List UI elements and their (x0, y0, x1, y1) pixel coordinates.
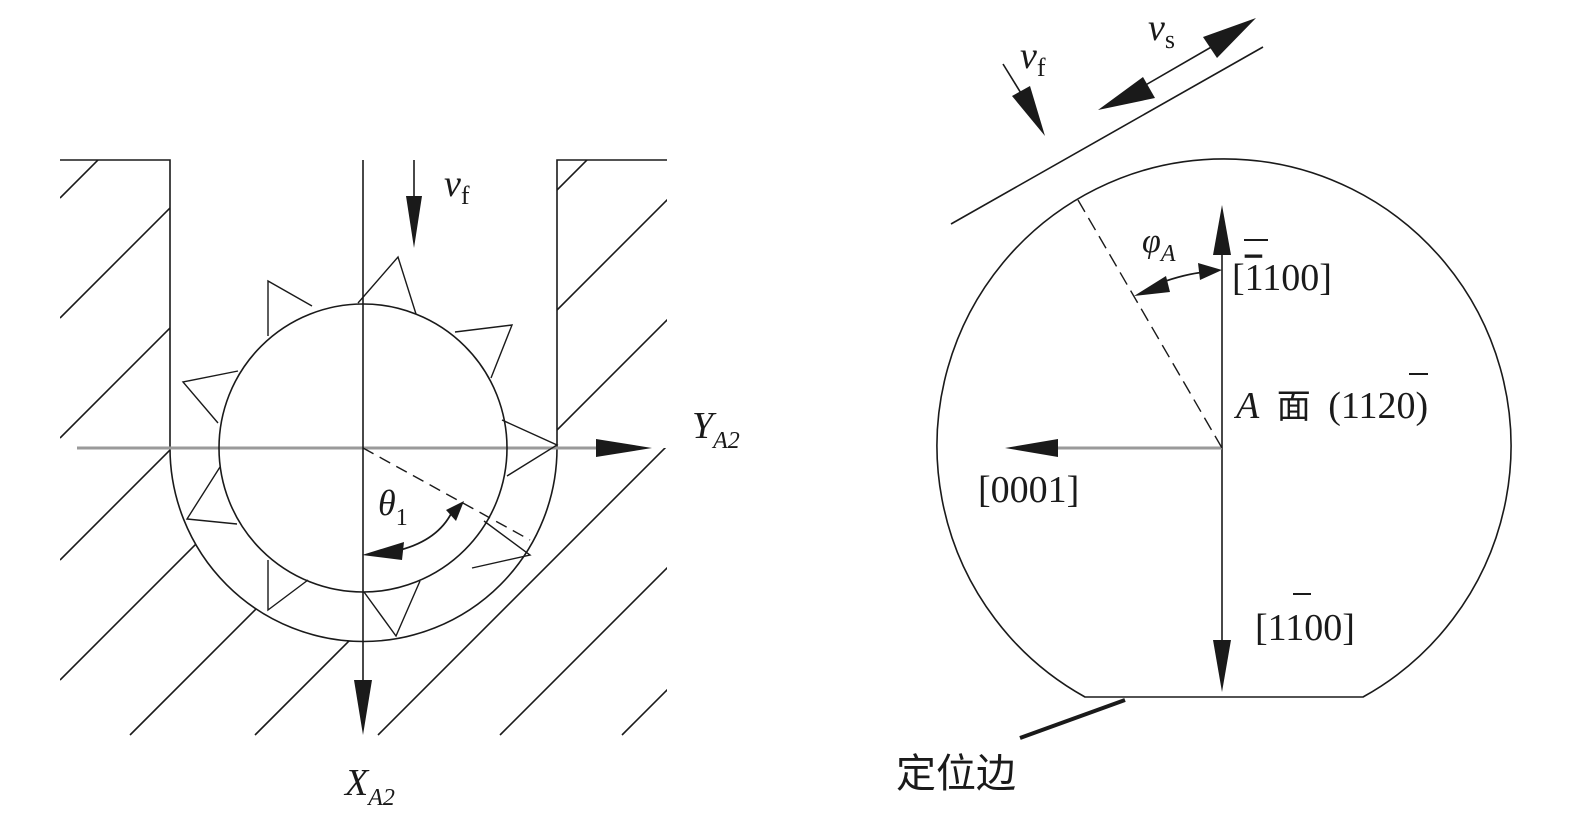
saw-velocity-label: vs (1148, 7, 1175, 54)
hatch-lines (60, 160, 667, 736)
right-feed-arrow-head (1012, 86, 1045, 136)
down-arrow-head (1213, 640, 1231, 692)
direction-left-label: [0001] (978, 469, 1079, 511)
feed-arrow-head (406, 196, 422, 248)
up-arrow-head (1213, 205, 1231, 255)
phi-ray-dashed (1077, 199, 1223, 449)
saw-velocity-head-right (1203, 18, 1256, 58)
left-arrow-head (1005, 439, 1058, 457)
angle-arc-arrow-a (362, 542, 404, 560)
wafer-outline (936, 158, 1512, 698)
plane-label: A 面 (1120) (1233, 385, 1428, 427)
saw-velocity-head-left (1098, 77, 1155, 110)
direction-down-label: [1100] (1255, 607, 1355, 649)
y-axis-arrowhead (596, 439, 652, 457)
saw-wire-line (950, 46, 1264, 225)
abrasive-grains (181, 255, 559, 638)
direction-up-label: [1100] (1232, 257, 1332, 299)
angle-arc (399, 511, 453, 551)
phi-arc-arrow-a (1134, 276, 1170, 296)
right-wafer-diagram: vf vs φA [1100] A 面 (1120) [0001] [1100]… (896, 7, 1512, 797)
x-axis-label: XA2 (343, 762, 395, 811)
angle-arc-arrow-b (446, 501, 464, 521)
x-axis-arrowhead (354, 680, 372, 735)
phi-label: φA (1142, 223, 1176, 267)
flat-label: 定位边 (896, 751, 1016, 797)
angle-ray-dashed (362, 447, 531, 541)
left-groove-diagram: vf YA2 XA2 θ1 (60, 159, 740, 811)
phi-arc-arrow-b (1198, 263, 1222, 280)
theta-label: θ1 (378, 483, 408, 531)
right-feed-velocity-label: vf (1020, 35, 1046, 82)
left-feed-velocity-label: vf (444, 163, 470, 210)
y-axis-label: YA2 (692, 405, 740, 454)
flat-leader-line (1019, 698, 1126, 740)
